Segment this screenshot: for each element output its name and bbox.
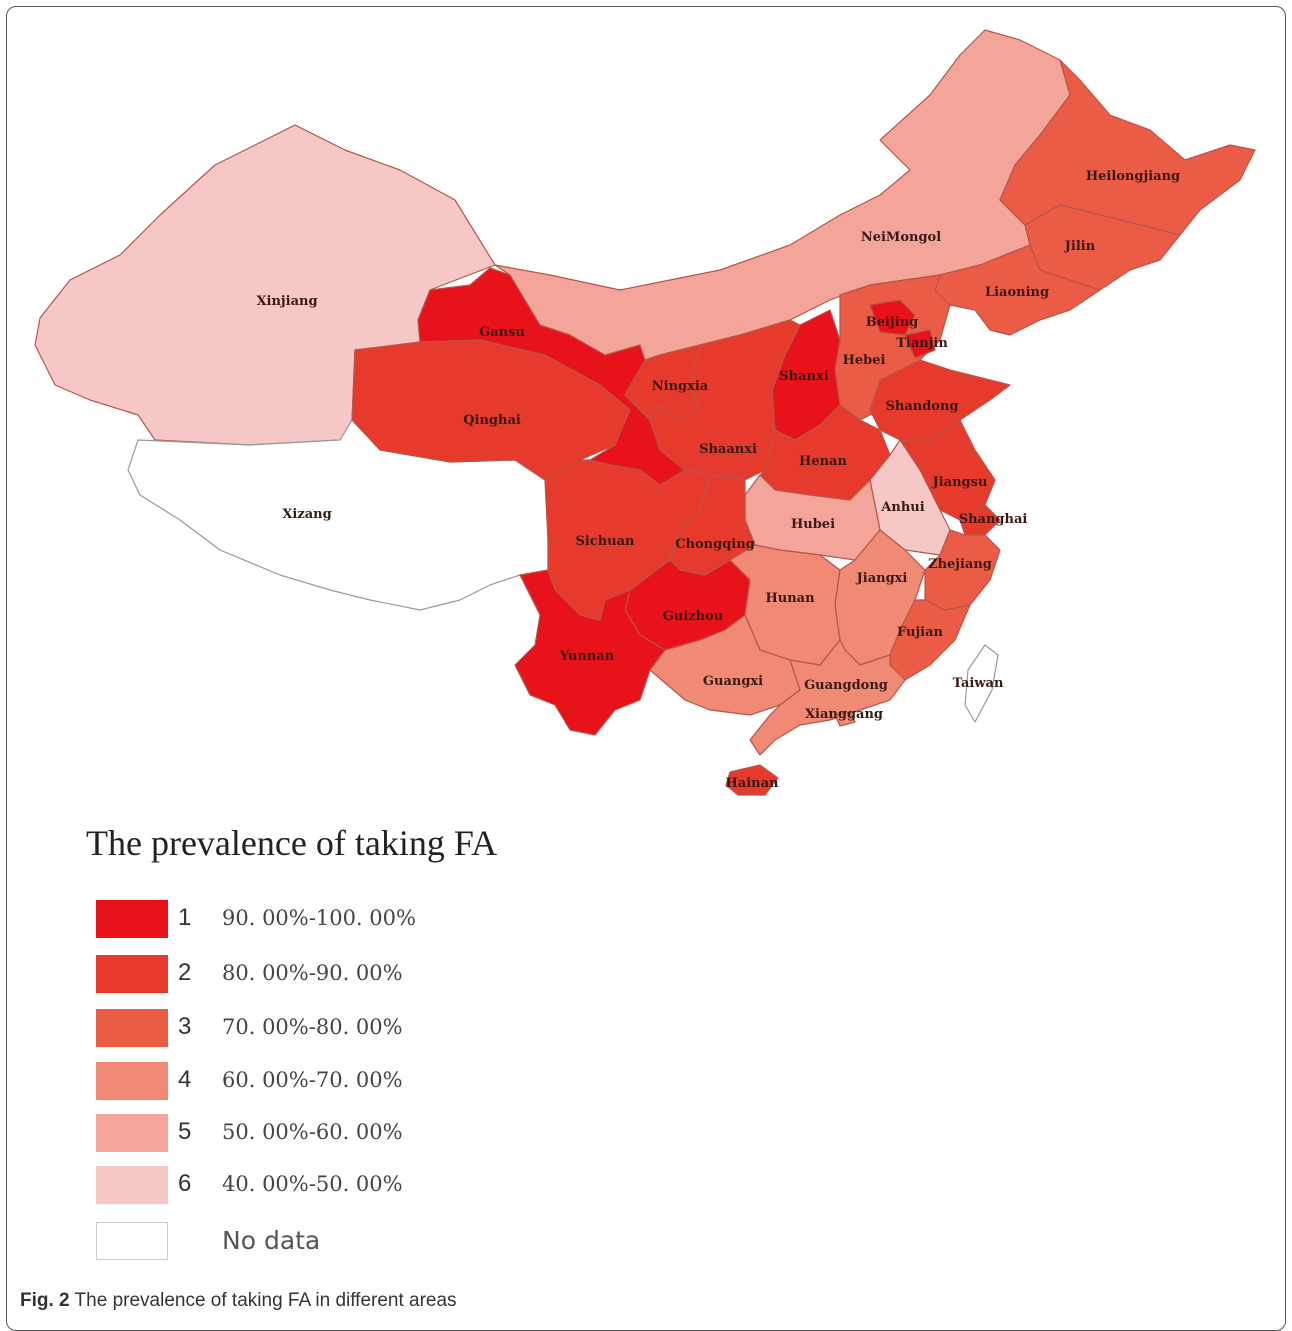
legend-nodata-label: No data bbox=[222, 1226, 321, 1255]
label-heilongjiang: Heilongjiang bbox=[1086, 169, 1180, 184]
legend-item-3: 3 70. 00%-80. 00% bbox=[96, 1009, 496, 1049]
label-xianggang: Xianggang bbox=[805, 707, 883, 722]
caption-prefix: Fig. 2 bbox=[20, 1290, 70, 1311]
label-taiwan: Taiwan bbox=[953, 676, 1004, 691]
label-chongqing: Chongqing bbox=[675, 537, 755, 552]
label-fujian: Fujian bbox=[897, 625, 944, 640]
legend-swatch-4 bbox=[96, 1062, 168, 1100]
legend-level-2: 2 bbox=[178, 959, 192, 986]
region-hainan[interactable] bbox=[725, 764, 779, 796]
legend-range-4: 60. 00%-70. 00% bbox=[222, 1068, 403, 1092]
region-tianjin[interactable] bbox=[904, 329, 936, 359]
label-tianjin: Tianjin bbox=[896, 336, 948, 351]
legend-level-1: 1 bbox=[178, 904, 192, 931]
legend-item-5: 5 50. 00%-60. 00% bbox=[96, 1114, 496, 1154]
legend-range-3: 70. 00%-80. 00% bbox=[222, 1015, 403, 1039]
label-anhui: Anhui bbox=[880, 500, 924, 515]
figure-caption: Fig. 2 The prevalence of taking FA in di… bbox=[20, 1290, 457, 1312]
legend-range-1: 90. 00%-100. 00% bbox=[222, 906, 416, 930]
label-xinjiang: Xinjiang bbox=[256, 294, 317, 309]
label-xizang: Xizang bbox=[282, 507, 331, 522]
label-jilin: Jilin bbox=[1064, 239, 1096, 254]
region-yunnan[interactable] bbox=[514, 569, 666, 736]
legend-level-4: 4 bbox=[178, 1066, 192, 1093]
label-qinghai: Qinghai bbox=[463, 413, 521, 428]
region-zhejiang[interactable] bbox=[924, 529, 1001, 611]
label-hubei: Hubei bbox=[791, 517, 835, 532]
legend-swatch-5 bbox=[96, 1114, 168, 1152]
label-hebei: Hebei bbox=[843, 353, 886, 368]
label-zhejiang: Zhejiang bbox=[928, 557, 992, 572]
legend-level-3: 3 bbox=[178, 1013, 192, 1040]
label-hainan: Hainan bbox=[726, 776, 780, 791]
label-shandong: Shandong bbox=[885, 399, 958, 414]
label-ningxia: Ningxia bbox=[652, 379, 709, 394]
region-xianggang[interactable] bbox=[834, 711, 856, 727]
legend-item-4: 4 60. 00%-70. 00% bbox=[96, 1062, 496, 1102]
label-beijing: Beijing bbox=[866, 315, 918, 330]
label-jiangsu: Jiangsu bbox=[932, 475, 988, 490]
region-guangdong[interactable] bbox=[749, 639, 906, 756]
label-neimongol: NeiMongol bbox=[861, 230, 941, 245]
caption-text: The prevalence of taking FA in different… bbox=[69, 1290, 457, 1311]
region-shanghai[interactable] bbox=[959, 504, 1001, 536]
legend-swatch-3 bbox=[96, 1009, 168, 1047]
china-map: Xinjiang Xizang Gansu Qinghai Sichuan Yu… bbox=[34, 29, 1256, 796]
legend-range-5: 50. 00%-60. 00% bbox=[222, 1120, 403, 1144]
label-gansu: Gansu bbox=[479, 325, 525, 340]
label-liaoning: Liaoning bbox=[985, 285, 1049, 300]
legend-item-2: 2 80. 00%-90. 00% bbox=[96, 955, 496, 995]
legend-item-nodata: No data bbox=[96, 1222, 496, 1262]
legend-item-1: 1 90. 00%-100. 00% bbox=[96, 900, 496, 940]
legend-level-6: 6 bbox=[178, 1170, 192, 1197]
label-guangxi: Guangxi bbox=[703, 674, 763, 689]
label-henan: Henan bbox=[799, 454, 847, 469]
legend-range-2: 80. 00%-90. 00% bbox=[222, 961, 403, 985]
legend-swatch-1 bbox=[96, 900, 168, 938]
legend-swatch-6 bbox=[96, 1166, 168, 1204]
region-taiwan[interactable] bbox=[964, 644, 999, 723]
region-beijing[interactable] bbox=[869, 299, 916, 336]
label-guangdong: Guangdong bbox=[804, 678, 888, 693]
label-hunan: Hunan bbox=[765, 591, 815, 606]
label-shanghai: Shanghai bbox=[959, 512, 1028, 527]
region-fujian[interactable] bbox=[889, 599, 971, 681]
legend-range-6: 40. 00%-50. 00% bbox=[222, 1172, 403, 1196]
legend-title: The prevalence of taking FA bbox=[86, 823, 498, 863]
label-guizhou: Guizhou bbox=[663, 609, 723, 624]
label-shaanxi: Shaanxi bbox=[699, 442, 757, 457]
label-jiangxi: Jiangxi bbox=[856, 571, 908, 586]
label-yunnan: Yunnan bbox=[559, 649, 615, 664]
legend-swatch-2 bbox=[96, 955, 168, 993]
label-shanxi: Shanxi bbox=[779, 369, 828, 384]
legend-swatch-nodata bbox=[96, 1222, 168, 1260]
label-sichuan: Sichuan bbox=[575, 534, 635, 549]
legend-level-5: 5 bbox=[178, 1118, 192, 1145]
legend-item-6: 6 40. 00%-50. 00% bbox=[96, 1166, 496, 1206]
